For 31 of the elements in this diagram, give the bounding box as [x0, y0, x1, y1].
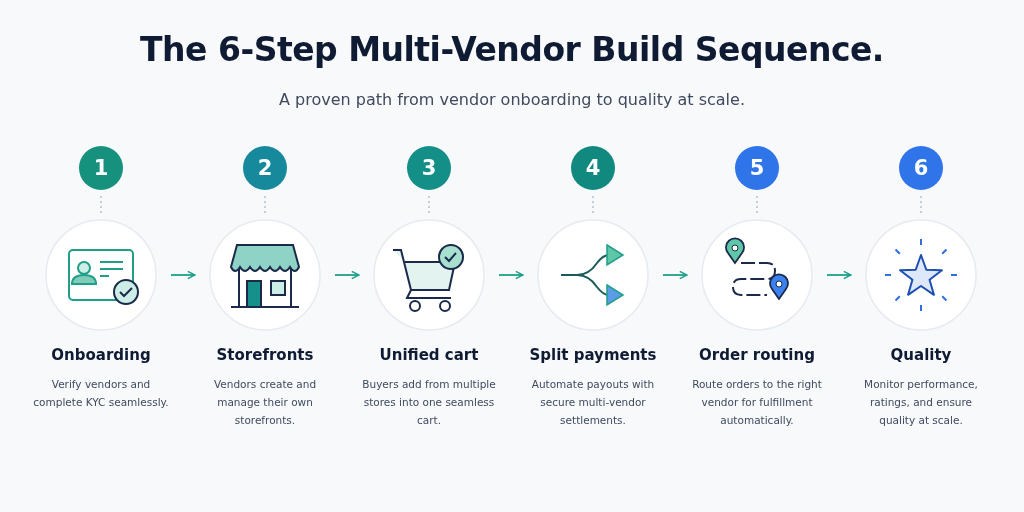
dotted-connector — [592, 195, 594, 214]
step-description: Automate payouts with secure multi-vendor settlements. — [530, 377, 656, 428]
dotted-connector — [756, 195, 758, 214]
dotted-connector — [920, 195, 922, 214]
step-title: Storefronts — [215, 346, 315, 364]
step-description: Buyers add from multiple stores into one seamless cart. — [361, 377, 497, 428]
title: The 6-Step Multi-Vendor Build Sequence. — [139, 30, 885, 69]
arrow — [662, 270, 688, 280]
dotted-connector — [100, 195, 102, 214]
step-description: Route orders to the right vendor for fulfillment automatically. — [691, 377, 823, 428]
step-number-badge: 5 — [735, 146, 779, 190]
step-title: Onboarding — [50, 346, 152, 364]
step-description: Verify vendors and complete KYC seamlessly. — [33, 377, 169, 410]
step-title: Split payments — [528, 346, 658, 364]
subtitle: A proven path from vendor onboarding to quality at scale. — [278, 90, 746, 109]
step-description: Vendors create and manage their own storefronts. — [212, 377, 318, 428]
step-number-badge: 4 — [571, 146, 615, 190]
step-number-badge: 2 — [243, 146, 287, 190]
arrow — [826, 270, 852, 280]
step-number-badge: 1 — [79, 146, 123, 190]
dotted-connector — [428, 195, 430, 214]
step-number-badge: 6 — [899, 146, 943, 190]
step-number-badge: 3 — [407, 146, 451, 190]
step-description: Monitor performance, ratings, and ensure quality at scale. — [863, 377, 979, 428]
dotted-connector — [264, 195, 266, 214]
step-title: Order routing — [698, 346, 816, 364]
step-title: Unified cart — [378, 346, 480, 364]
step-title: Quality — [889, 346, 953, 364]
arrow — [498, 270, 524, 280]
arrow — [170, 270, 196, 280]
arrow — [334, 270, 360, 280]
